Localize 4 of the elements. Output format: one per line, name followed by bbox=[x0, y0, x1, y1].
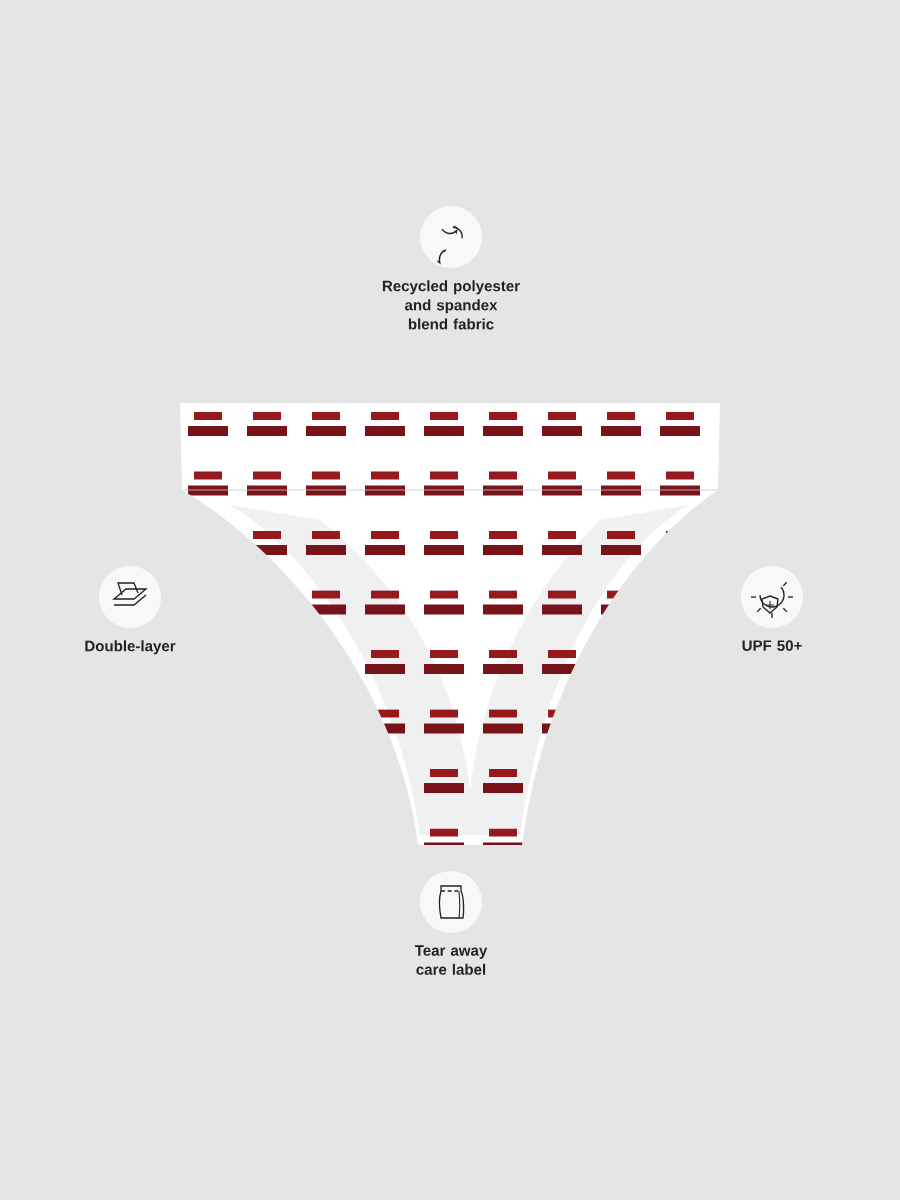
feature-label: Tear away care label bbox=[414, 945, 488, 975]
feature-label: UPF 50+ bbox=[742, 640, 802, 651]
feature-label: Recycled polyester and spandex blend fabric bbox=[382, 280, 520, 330]
feature-label: Double-layer bbox=[85, 640, 176, 655]
